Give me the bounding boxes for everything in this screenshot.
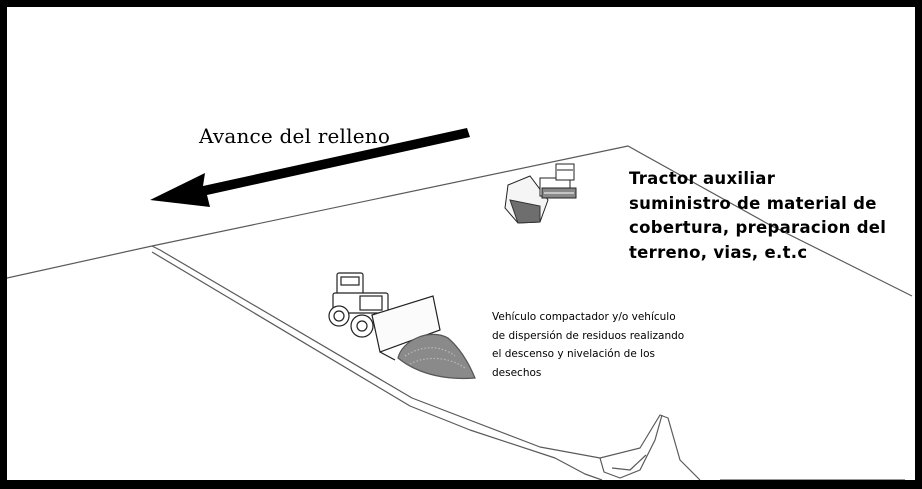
vehicle-caption: Vehículo compactador y/o vehículo de dis…	[492, 308, 684, 382]
advance-label: Avance del relleno	[199, 124, 391, 148]
terrain-notch	[599, 414, 663, 479]
tractor-caption: Tractor auxiliar suministro de material …	[629, 167, 886, 265]
vehicle-caption-line: desechos	[492, 366, 542, 379]
tractor-caption-line: suministro de material de	[629, 193, 877, 213]
vehicle-caption-line: el descenso y nivelación de los	[492, 348, 655, 361]
vehicle-caption-line: Vehículo compactador y/o vehículo	[492, 311, 676, 323]
vehicle-caption-line: de dispersión de residuos realizando	[492, 329, 685, 342]
landfill-scene	[7, 128, 913, 480]
compactor-vehicle	[328, 272, 476, 380]
terrain-top-edge	[151, 145, 913, 297]
auxiliary-tractor	[504, 163, 577, 224]
terrain-notch-inner	[611, 454, 647, 471]
terrain-slope-top	[151, 245, 701, 480]
terrain-slope-bottom	[151, 251, 603, 480]
tractor-caption-line: Tractor auxiliar	[629, 169, 776, 188]
advance-arrow	[150, 128, 470, 207]
tractor-caption-line: cobertura, preparacion del	[629, 218, 887, 237]
tractor-caption-line: terreno, vias, e.t.c	[629, 242, 808, 262]
terrain-left-line	[7, 245, 153, 279]
